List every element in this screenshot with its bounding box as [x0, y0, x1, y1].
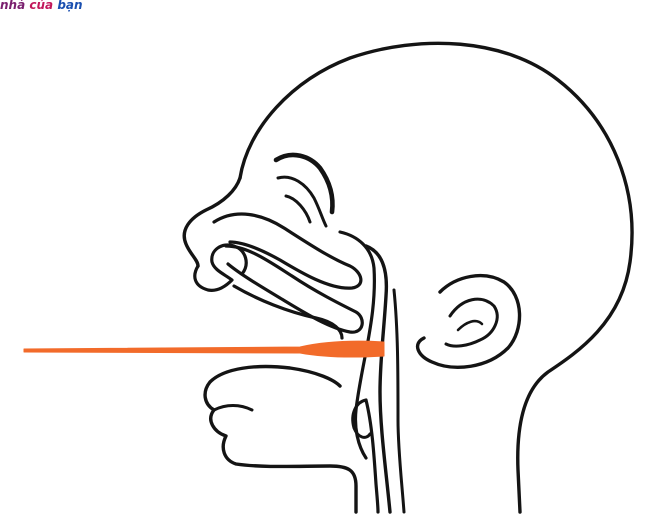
nasal-turbinate-middle	[214, 214, 361, 288]
trachea-front-wall	[366, 400, 378, 512]
throat-inner-line	[394, 290, 404, 512]
nasal-turbinate-upper-fold	[286, 196, 310, 222]
nasal-turbinate-upper	[276, 155, 333, 212]
ear-canal	[458, 321, 482, 330]
pharynx-back-wall	[366, 246, 390, 512]
lower-lip	[214, 406, 252, 411]
head-outline	[240, 43, 632, 512]
nasal-turbinate-upper-inner	[278, 177, 326, 226]
nostril	[195, 245, 246, 290]
probe-instrument	[24, 341, 384, 357]
chin-outline	[205, 367, 356, 512]
hard-palate	[234, 286, 342, 338]
